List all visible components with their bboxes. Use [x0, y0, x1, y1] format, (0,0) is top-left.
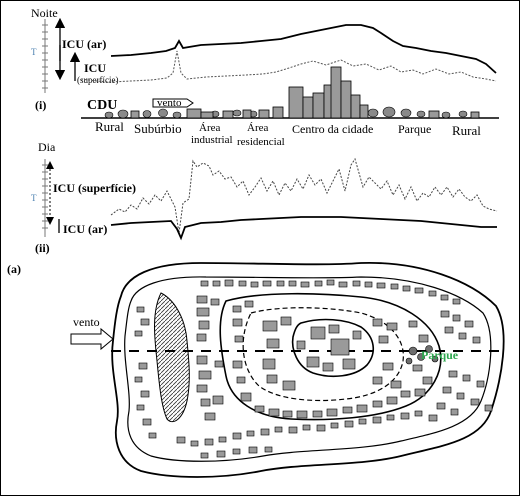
buildings — [130, 66, 480, 119]
day-icu-superficie-label: ICU (superfície) — [53, 181, 136, 195]
day-temperature-symbol: T — [31, 193, 37, 203]
night-title: Noite — [31, 6, 58, 20]
night-icu-ar-label: ICU (ar) — [62, 37, 106, 51]
zone-parque: Parque — [398, 122, 431, 136]
zone-rural-left: Rural — [95, 119, 124, 134]
trees — [104, 106, 468, 119]
night-icu-superficie-label: ICU — [84, 61, 106, 75]
day-index-label: (ii) — [35, 241, 50, 255]
day-air-temperature-line — [110, 216, 497, 241]
isotherm-core — [291, 318, 374, 378]
panel-map: (a) vento — [7, 262, 505, 478]
map-index-label: (a) — [7, 262, 21, 276]
zone-centro: Centro da cidade — [292, 122, 373, 136]
zone-suburbio: Subúrbio — [134, 121, 182, 136]
zone-rural-right: Rural — [452, 123, 481, 138]
map-buildings — [134, 279, 493, 459]
zone-area-industrial-1: Área — [199, 122, 220, 134]
night-wind-arrow — [152, 98, 194, 108]
day-title: Dia — [38, 140, 56, 154]
day-surface-temperature-line — [110, 157, 498, 234]
night-icu-superficie-sub: (superfície) — [77, 75, 118, 85]
panel-night: Noite T ICU (ar) ICU (superfície) (i) CD… — [31, 6, 499, 148]
isotherm-3 — [219, 292, 442, 421]
zone-area-residencial-1: Área — [247, 122, 268, 134]
cdu-label: CDU — [87, 98, 117, 113]
night-air-temperature-line — [110, 24, 497, 74]
isotherm-outer — [111, 262, 505, 478]
day-icu-ar-label: ICU (ar) — [63, 222, 107, 236]
river — [154, 292, 190, 423]
isotherm-4 — [242, 307, 404, 402]
map-wind-arrow — [70, 327, 114, 351]
isotherm-2 — [124, 276, 492, 462]
map-wind-label: vento — [73, 315, 100, 329]
night-index-label: (i) — [35, 98, 46, 112]
night-axis-ticks — [42, 24, 48, 89]
map-park-label: Parque — [421, 348, 459, 362]
temperature-symbol: T — [31, 47, 37, 57]
zone-area-residencial-2: residencial — [237, 136, 285, 148]
night-surface-temperature-line — [80, 50, 497, 83]
panel-day: Dia T ICU (superfície) ICU (ar) (ii) — [31, 140, 498, 255]
zone-area-industrial-2: industrial — [191, 134, 233, 146]
park-trees — [405, 345, 439, 365]
night-wind-label: vento — [157, 97, 182, 109]
